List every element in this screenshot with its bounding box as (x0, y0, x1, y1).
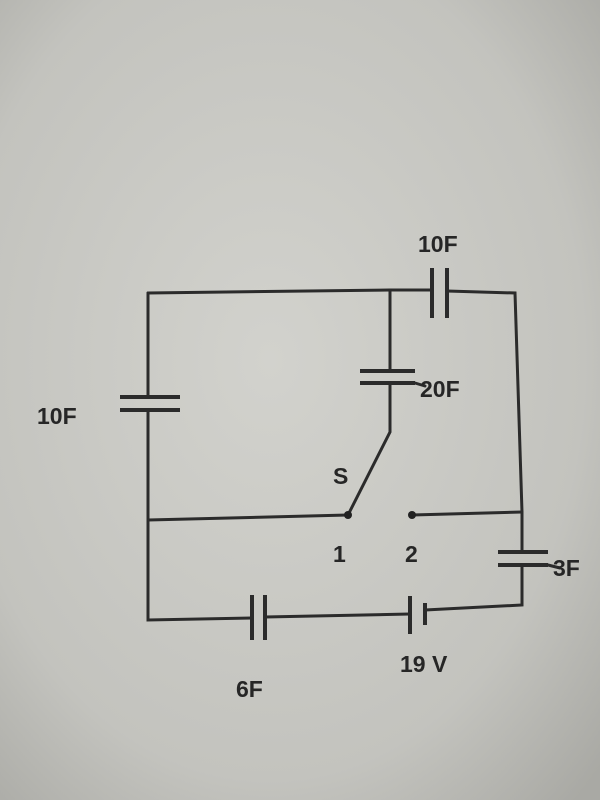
left-capacitor-symbol (120, 395, 180, 412)
battery-symbol (408, 596, 427, 634)
middle-capacitor-leader (413, 381, 427, 388)
terminal-1-label: 1 (333, 541, 346, 567)
wires (146, 288, 524, 622)
top-capacitor-label: 10F (418, 231, 458, 257)
right-capacitor-symbol (498, 550, 548, 567)
left-capacitor-label: 10F (37, 403, 77, 429)
bottom-capacitor-label: 6F (236, 676, 263, 702)
right-capacitor-leader (546, 563, 562, 570)
switch-label: S (333, 463, 348, 489)
middle-capacitor-label: 20F (420, 376, 460, 402)
terminal-2-label: 2 (405, 541, 418, 567)
bottom-capacitor-symbol (250, 595, 267, 640)
top-capacitor-symbol (430, 268, 449, 318)
terminal-2-dot (408, 511, 416, 519)
battery-label: 19 V (400, 651, 448, 677)
right-capacitor-label: 3F (553, 555, 580, 581)
terminal-1-dot (344, 511, 352, 519)
middle-capacitor-symbol (360, 369, 415, 385)
